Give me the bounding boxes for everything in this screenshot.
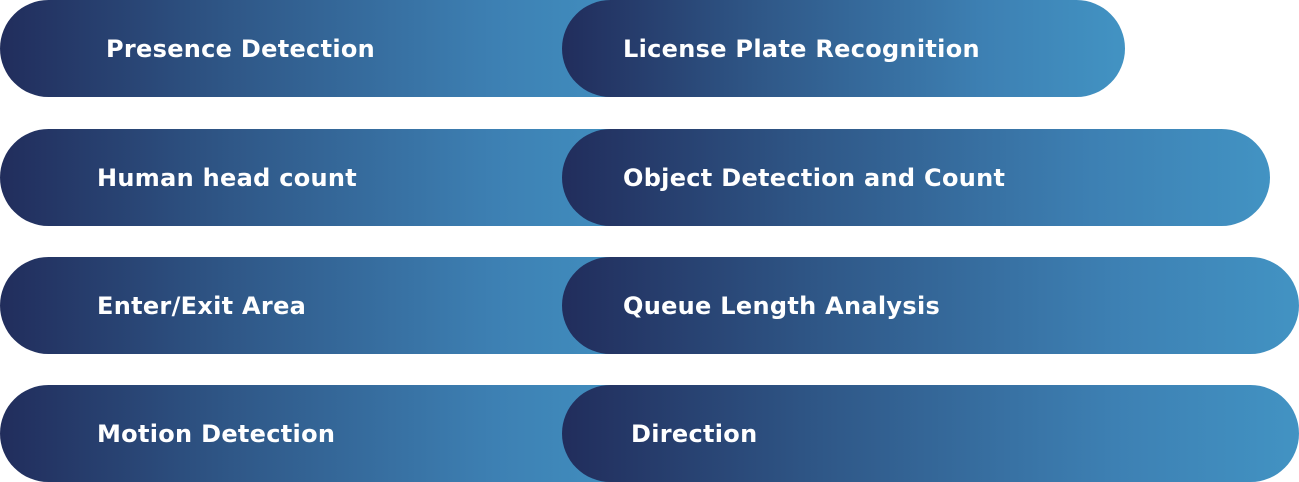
feature-direction: Direction — [562, 385, 1299, 482]
feature-motion-detection: Motion Detection — [0, 385, 660, 482]
feature-label: License Plate Recognition — [623, 34, 980, 63]
feature-label: Motion Detection — [97, 419, 336, 448]
feature-label: Direction — [631, 419, 758, 448]
feature-queue-length-analysis: Queue Length Analysis — [562, 257, 1299, 354]
feature-license-plate-recognition: License Plate Recognition — [562, 0, 1125, 97]
feature-object-detection-count: Object Detection and Count — [562, 129, 1270, 226]
feature-label: Enter/Exit Area — [97, 291, 307, 320]
feature-presence-detection: Presence Detection — [0, 0, 660, 97]
feature-label: Queue Length Analysis — [623, 291, 941, 320]
feature-label: Human head count — [97, 163, 358, 192]
feature-label: Presence Detection — [106, 34, 376, 63]
feature-human-head-count: Human head count — [0, 129, 660, 226]
feature-label: Object Detection and Count — [623, 163, 1006, 192]
feature-enter-exit-area: Enter/Exit Area — [0, 257, 660, 354]
